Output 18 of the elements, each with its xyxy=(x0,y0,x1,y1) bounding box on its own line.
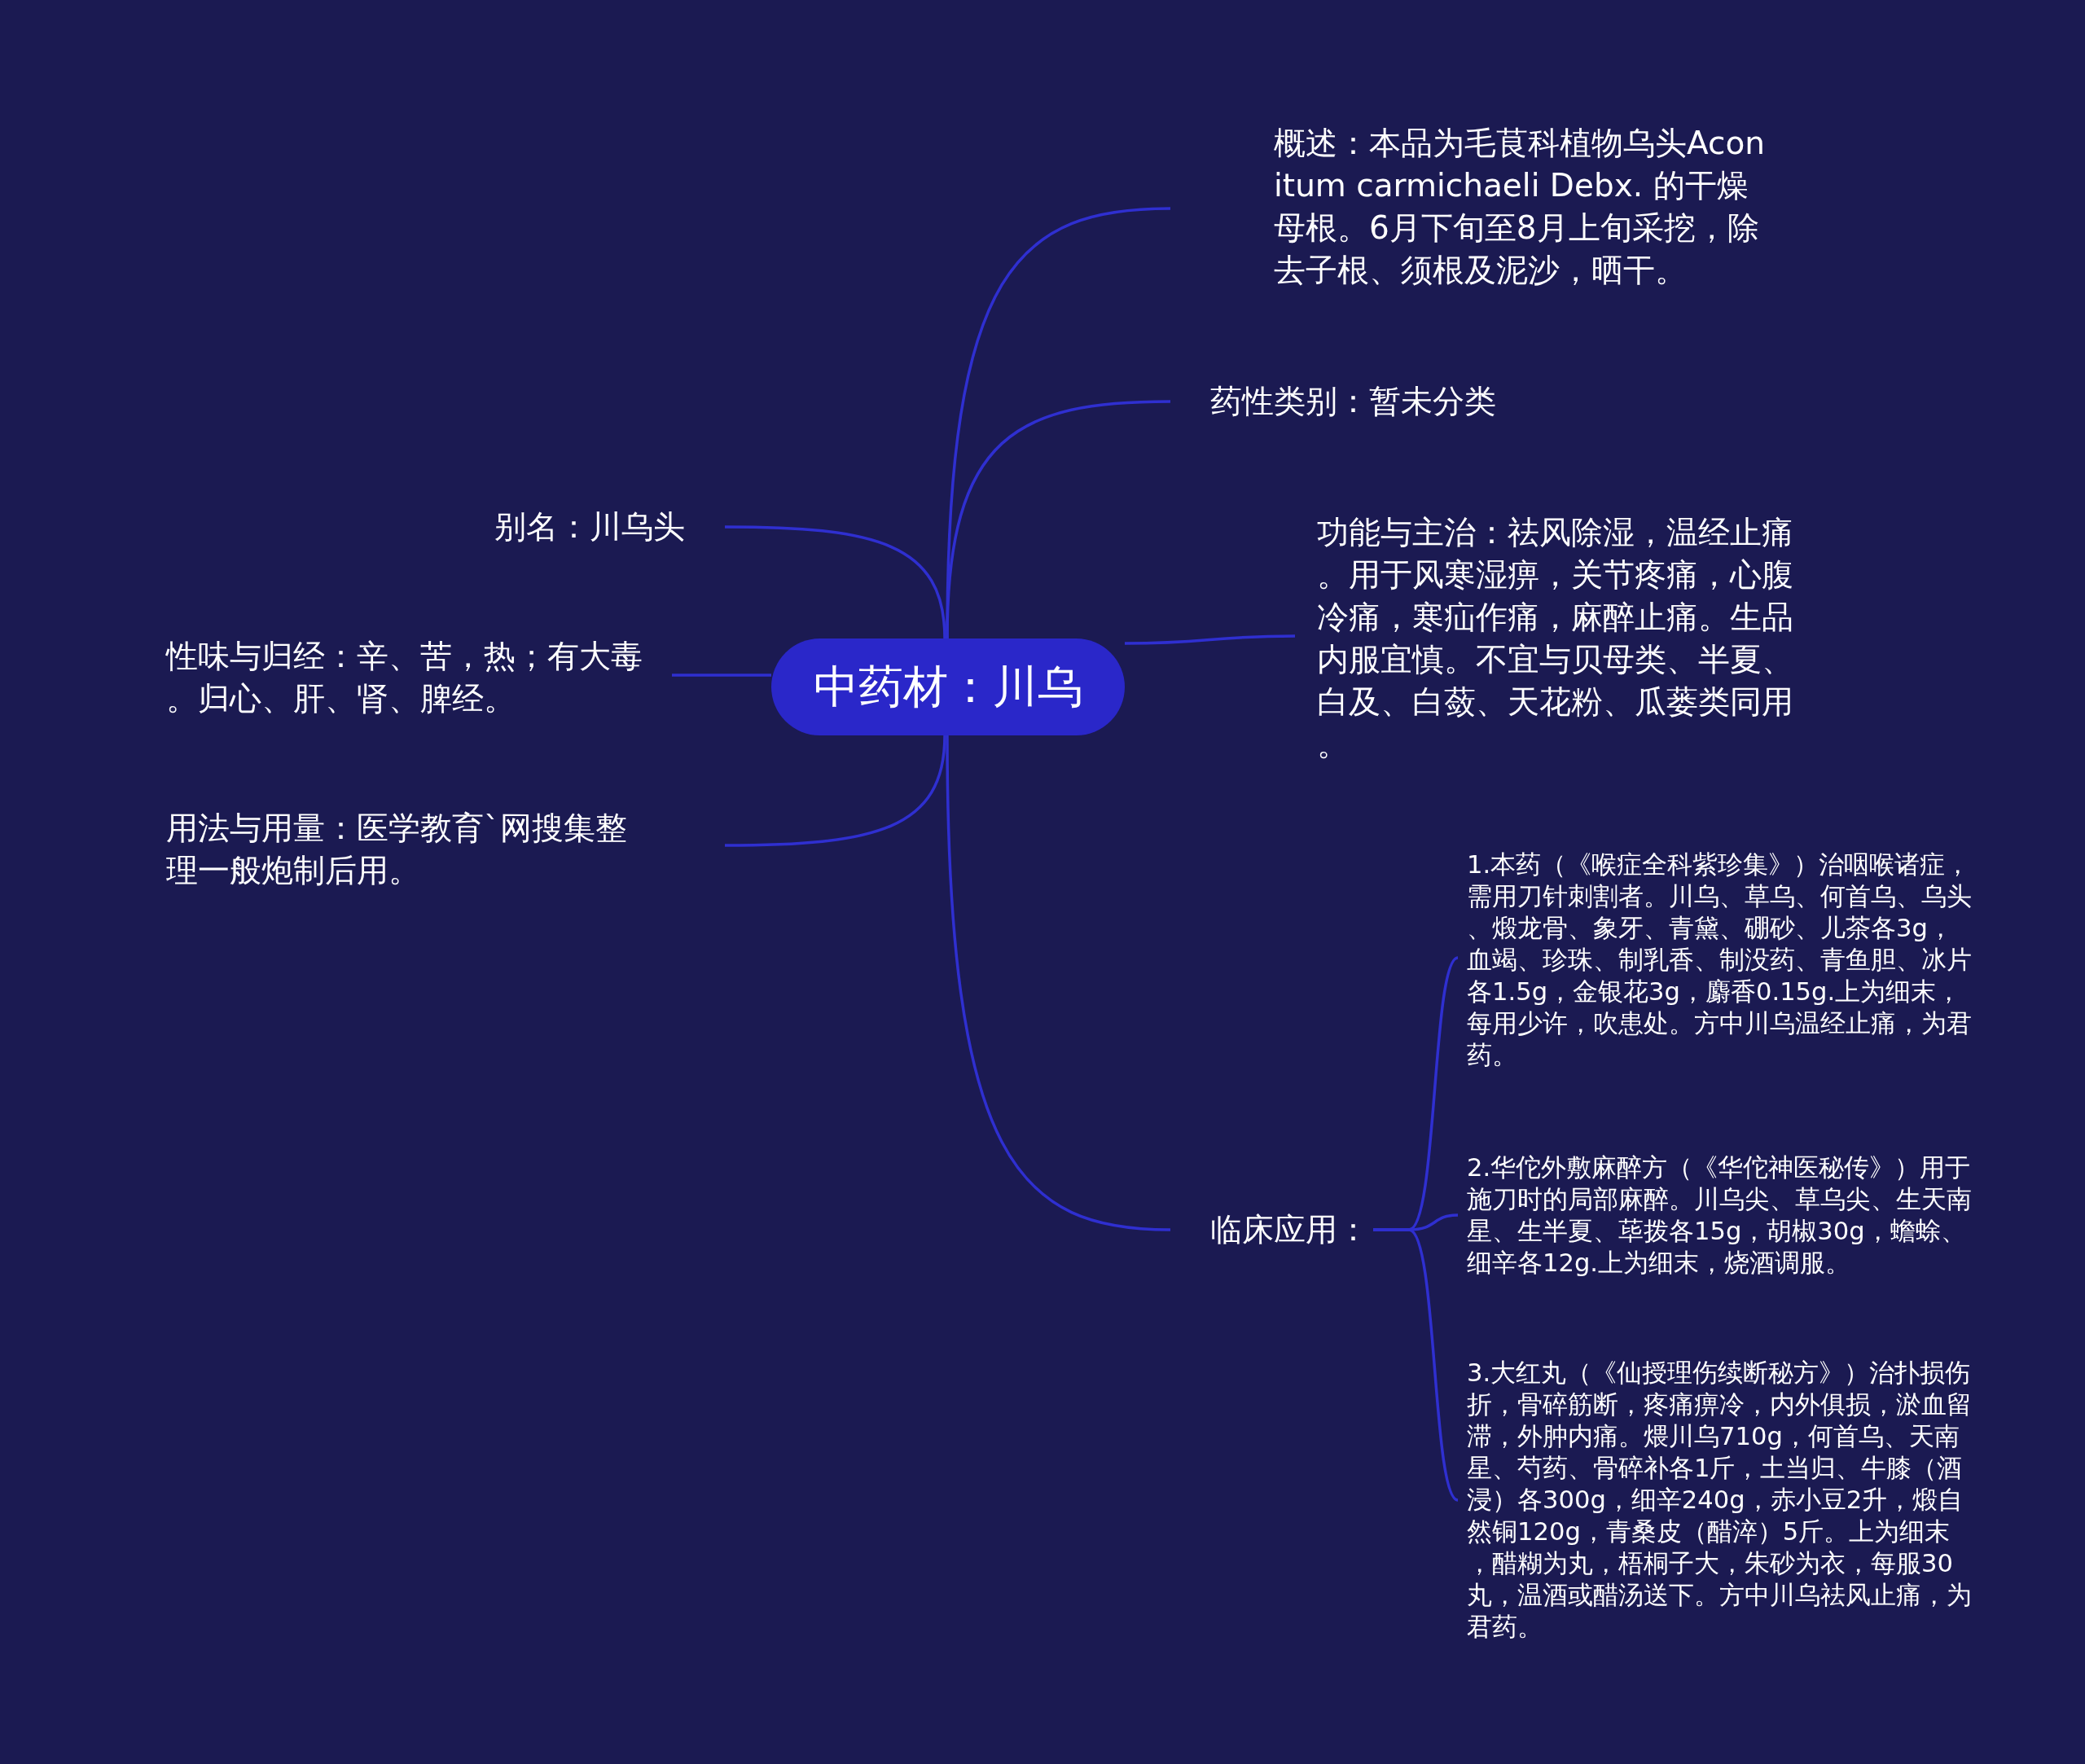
topic-text: 1.本药（《喉症全科紫珍集》）治咽喉诸症，需用刀针刺割者。川乌、草乌、何首乌、乌头、煅龙骨、象牙、青黛、硼砂、儿茶各3g，血竭、珍珠、制乳香、制没药、青鱼胆、冰片各1.5g，金银花3g，麝香0.15g.上为细末，每用少许，吹患处。方中川乌温经止痛，为君药。 xyxy=(1458,849,1973,1071)
topic-text: 2.华佗外敷麻醉方（《华佗神医秘传》）用于施刀时的局部麻醉。川乌尖、草乌尖、生天南星、生半夏、荜拨各15g，胡椒30g，蟾蜍、细辛各12g.上为细末，烧酒调服。 xyxy=(1458,1152,1973,1279)
topic-text: 功能与主治：祛风除湿，温经止痛。用于风寒湿痹，关节疼痛，心腹冷痛，寒疝作痛，麻醉止痛。生品内服宜慎。不宜与贝母类、半夏、白及、白蔹、天花粉、瓜蒌类同用。 xyxy=(1295,511,1797,766)
topic-text: 药性类别：暂未分类 xyxy=(1170,380,1520,423)
topic-text: 概述：本品为毛茛科植物乌头Aconitum carmichaeli Debx. 的干燥母根。6月下旬至8月上旬采挖，除去子根、须根及泥沙，晒干。 xyxy=(1170,122,1771,292)
topic-text: 临床应用： xyxy=(1170,1209,1373,1251)
topic-text: 性味与归经：辛、苦，热；有大毒。归心、肝、肾、脾经。 xyxy=(166,635,672,720)
connector-line xyxy=(725,735,946,847)
connector-line xyxy=(946,400,1171,639)
topic-text: 用法与用量：医学教育`网搜集整理一般炮制后用。 xyxy=(166,807,725,892)
topic-text: 3.大红丸（《仙授理伤续断秘方》）治扑损伤折，骨碎筋断，疼痛痹冷，内外俱损，淤血留滞，外肿内痛。煨川乌710g，何首乌、天南星、芍药、骨碎补各1斤，土当归、牛膝（酒浸）各300g，细辛240g，赤小豆2升，煅自然铜120g，青桑皮（醋淬）5斤。上为细末，醋糊为丸，梧桐子大，朱砂为衣，每服30丸，温酒或醋汤送下。方中川乌祛风止痛，为君药。 xyxy=(1458,1357,1973,1643)
connector-line xyxy=(1373,1228,1460,1502)
topic-text: 别名：川乌头 xyxy=(441,506,725,548)
connector-line xyxy=(672,674,771,677)
topic-pill: 中药材：川乌 xyxy=(771,638,1125,735)
connector-line xyxy=(725,525,946,639)
connector-line xyxy=(1125,634,1295,645)
connector-line xyxy=(946,735,1171,1231)
